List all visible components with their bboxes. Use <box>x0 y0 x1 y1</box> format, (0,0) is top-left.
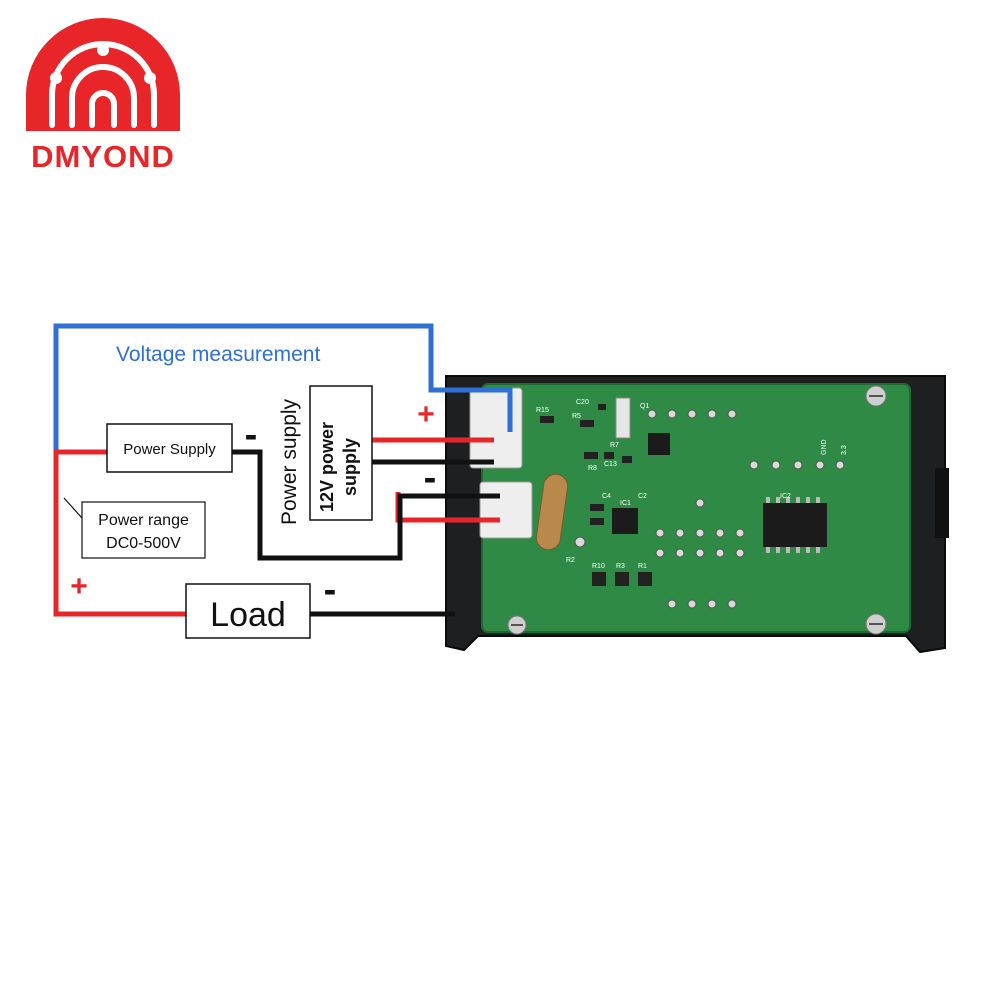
silk-ic1: IC1 <box>620 500 631 507</box>
silk-r15: R15 <box>536 407 549 414</box>
polarity-signs: + + - - - <box>70 398 436 611</box>
brand-logo: DMYOND <box>26 18 180 174</box>
silk-r2: R2 <box>566 557 575 564</box>
ic1-chip <box>612 508 638 534</box>
aux-12v-box: 12V power supply <box>309 385 373 521</box>
minus-sign-aux: - <box>424 457 437 499</box>
connector-bottom <box>479 481 533 539</box>
silk-c2: C2 <box>638 493 647 500</box>
aux-supply-label: Power supply <box>278 398 301 525</box>
black-wires <box>232 449 500 617</box>
silk-c4: C4 <box>602 493 611 500</box>
meter-module: R15 C20 R5 Q1 R7 C13 R8 C2 C4 IC1 R2 R10… <box>445 375 949 654</box>
silk-r7: R7 <box>610 442 619 449</box>
minus-sign-load: - <box>324 569 337 611</box>
plus-sign-aux: + <box>417 398 435 431</box>
silk-c13: C13 <box>604 461 617 468</box>
screw-holes <box>507 385 887 635</box>
power-range-line2: DC0-500V <box>106 535 181 552</box>
minus-sign-supply: - <box>245 414 258 456</box>
power-range-line1: Power range <box>98 512 189 529</box>
pcb-board <box>482 384 910 632</box>
ic2-chip <box>763 503 827 547</box>
power-supply-box-label: Power Supply <box>123 441 216 458</box>
load-label: Load <box>210 596 286 634</box>
silk-q1: Q1 <box>640 403 649 410</box>
voltage-measurement-label: Voltage measurement <box>116 343 320 366</box>
silk-r3: R3 <box>616 563 625 570</box>
silk-r10: R10 <box>592 563 605 570</box>
silk-r5: R5 <box>572 413 581 420</box>
blue-voltage-wire <box>53 323 513 452</box>
silk-r8: R8 <box>588 465 597 472</box>
silk-gnd: GND <box>821 439 828 455</box>
silk-ic2: IC2 <box>780 493 791 500</box>
aux-box-line1: 12V power <box>317 422 337 512</box>
brand-name: DMYOND <box>31 139 175 174</box>
logo-arc-shape <box>26 18 180 131</box>
power-range-callout: Power range DC0-500V <box>63 497 206 559</box>
power-supply-box: Power Supply <box>106 423 233 473</box>
silk-c20: C20 <box>576 399 589 406</box>
silk-r1: R1 <box>638 563 647 570</box>
load-box: Load <box>185 583 311 639</box>
connector-top <box>469 387 523 469</box>
plus-sign-main: + <box>70 570 88 603</box>
aux-box-line2: supply <box>340 438 360 496</box>
silk-3v3: 3.3 <box>841 445 848 455</box>
